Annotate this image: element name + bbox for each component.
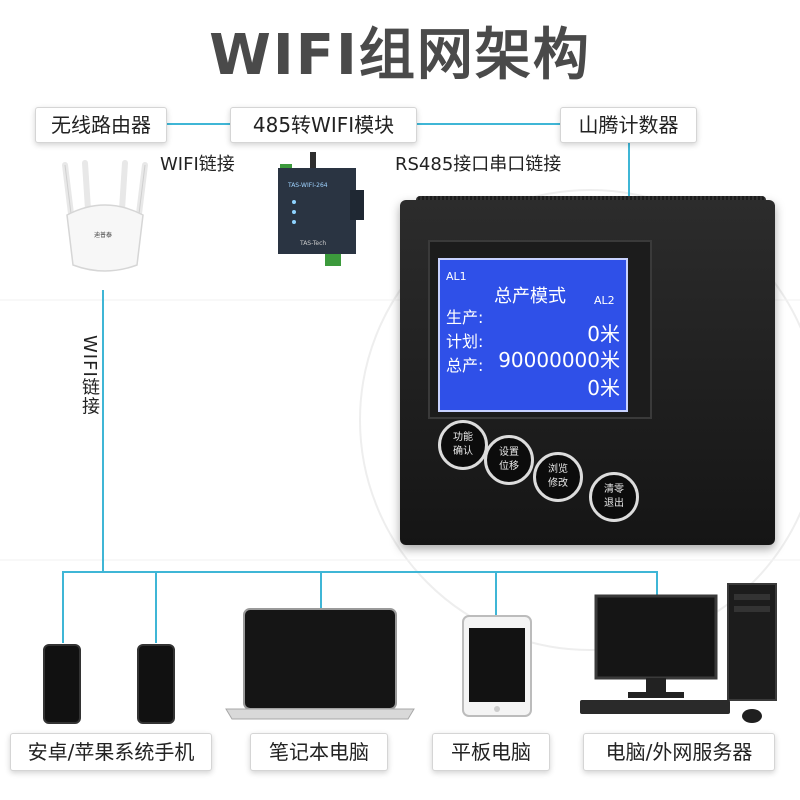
lcd-row2-value: 90000000米 <box>498 348 620 372</box>
meter-button-function-line2: 确认 <box>453 446 473 457</box>
meter-button-browse[interactable]: 浏览 修改 <box>533 452 583 502</box>
wifi-link-caption: WIFI链接 <box>160 154 235 175</box>
meter-button-clear-line2: 退出 <box>604 498 624 509</box>
router-drop-line <box>102 290 104 572</box>
lcd-row1-value: 0米 <box>587 322 620 346</box>
device-bus-line <box>62 571 658 573</box>
module-label: 485转WIFI模块 <box>230 107 417 143</box>
counter-label: 山腾计数器 <box>560 107 697 143</box>
tablet-label: 平板电脑 <box>432 733 550 771</box>
meter-button-setting-line2: 位移 <box>499 461 519 472</box>
iphone-icon <box>137 644 175 724</box>
lcd-row2-label: 计划: <box>446 332 484 351</box>
lcd-al1: AL1 <box>446 270 467 283</box>
meter-button-browse-line2: 修改 <box>548 478 568 489</box>
lcd-row1-label: 生产: <box>446 308 484 327</box>
rs485-link-caption: RS485接口串口链接 <box>395 154 562 175</box>
desktop-computer-icon <box>580 583 777 723</box>
meter-button-clear-line1: 清零 <box>604 484 624 495</box>
meter-button-function-line1: 功能 <box>453 432 473 443</box>
laptop-icon <box>225 608 415 720</box>
drop-tablet <box>495 571 497 615</box>
drop-phone-2 <box>155 571 157 643</box>
lcd-al2: AL2 <box>594 294 615 307</box>
meter-button-function[interactable]: 功能 确认 <box>438 420 488 470</box>
meter-lcd-display: AL1 总产模式 AL2 生产: 0米 计划: 90000000米 总产: 0米 <box>438 258 628 412</box>
lcd-row3-value: 0米 <box>587 376 620 400</box>
drop-desktop <box>656 571 658 597</box>
drop-laptop <box>320 571 322 609</box>
module-model-text: TAS-WIFI-264 <box>288 182 328 189</box>
counter-drop-line <box>628 140 630 200</box>
wifi-module-icon <box>278 152 364 266</box>
desktop-label: 电脑/外网服务器 <box>583 733 775 771</box>
module-brand-text: TAS-Tech <box>300 240 327 247</box>
drop-phone-1 <box>62 571 64 643</box>
wifi-link-vertical-caption: WIFI链接 <box>79 335 100 416</box>
router-icon <box>62 160 148 272</box>
page-title: WIFI组网架构 <box>209 23 591 88</box>
tablet-icon <box>462 615 532 717</box>
router-brand-text: 迪普泰 <box>94 232 113 239</box>
router-label: 无线路由器 <box>35 107 167 143</box>
meter-button-setting[interactable]: 设置 位移 <box>484 435 534 485</box>
meter-button-browse-line1: 浏览 <box>548 464 568 475</box>
meter-button-clear[interactable]: 清零 退出 <box>589 472 639 522</box>
phones-label: 安卓/苹果系统手机 <box>10 733 212 771</box>
laptop-label: 笔记本电脑 <box>250 733 388 771</box>
meter-button-setting-line1: 设置 <box>499 447 519 458</box>
lcd-mode: 总产模式 <box>494 286 566 307</box>
lcd-row3-label: 总产: <box>446 356 484 375</box>
android-phone-icon <box>43 644 81 724</box>
